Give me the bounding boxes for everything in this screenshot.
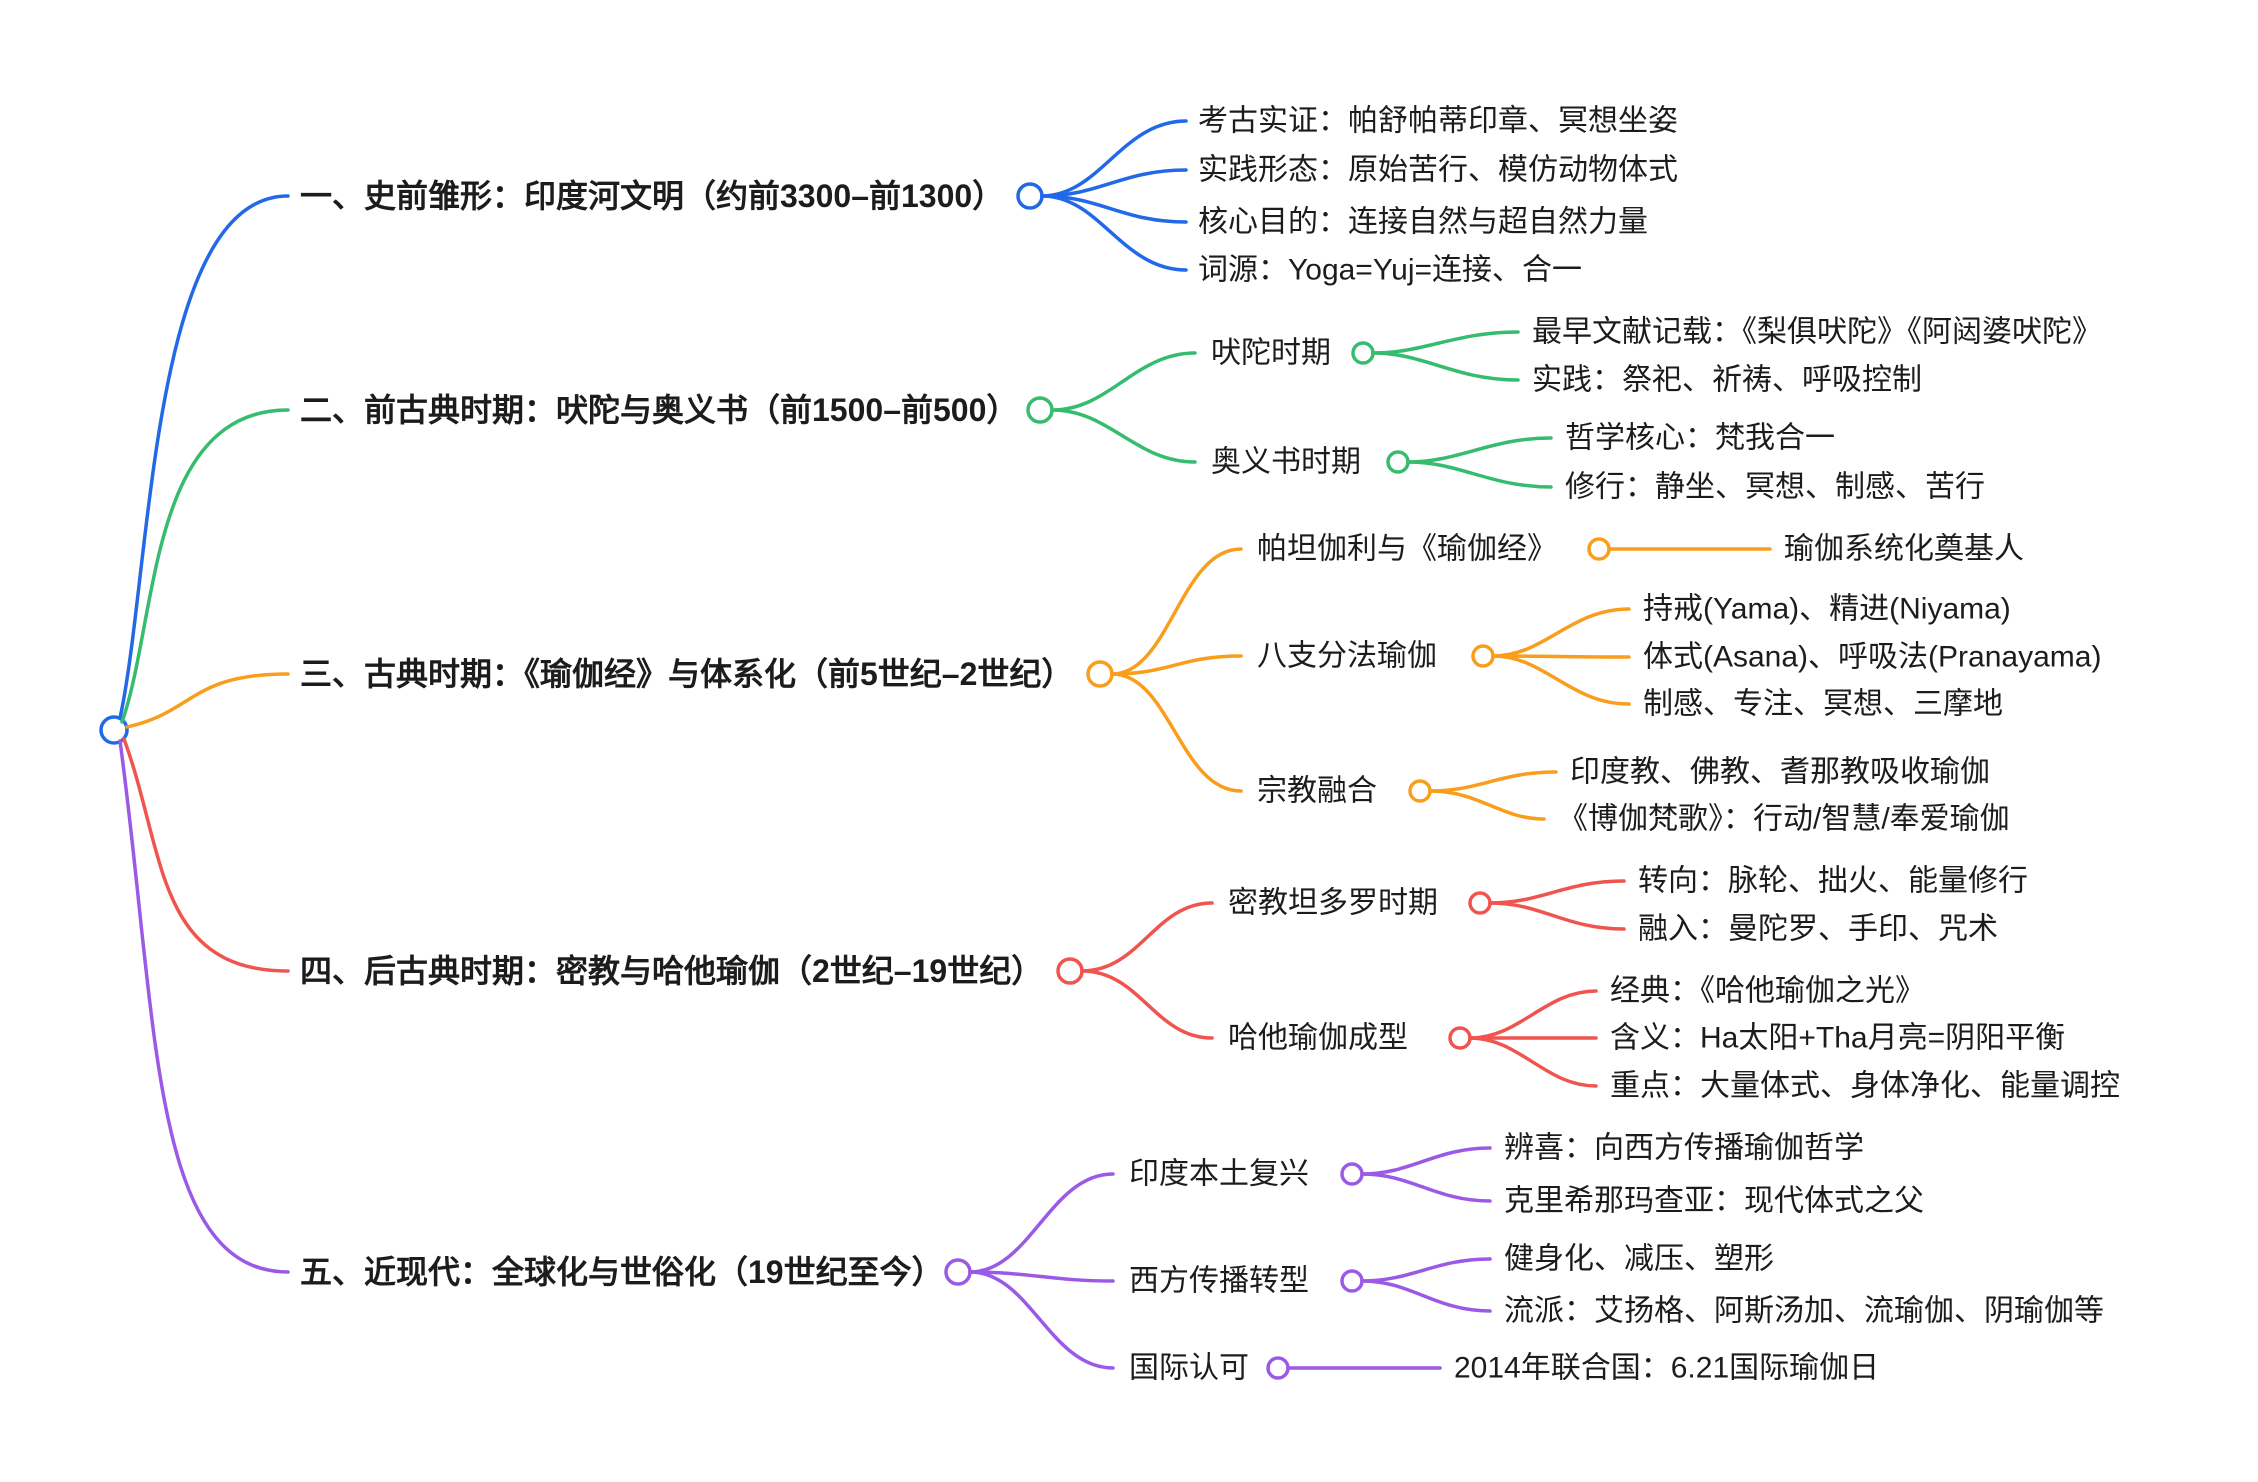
branch-4-title[interactable]: 四、后古典时期：密教与哈他瑜伽（2世纪–19世纪）: [300, 953, 1043, 989]
branch-3: 三、古典时期：《瑜伽经》与体系化（前5世纪–2世纪） 帕坦伽利与《瑜伽经》 瑜伽…: [125, 533, 2101, 836]
branch-5: 五、近现代：全球化与世俗化（19世纪至今） 印度本土复兴 辨喜：向西方传播瑜伽哲…: [118, 739, 2104, 1385]
branch-5-leaf-1-1[interactable]: 辨喜：向西方传播瑜伽哲学: [1504, 1132, 1864, 1165]
branch-2-leaf-2-2[interactable]: 修行：静坐、冥想、制感、苦行: [1565, 471, 1985, 504]
branch-5-sub-1-circle[interactable]: [1340, 1162, 1364, 1186]
root-node-circle[interactable]: [99, 715, 129, 745]
branch-2-sub-1-circle[interactable]: [1351, 341, 1375, 365]
branch-5-leaf-1-2[interactable]: 克里希那玛查亚：现代体式之父: [1504, 1185, 1924, 1218]
branch-3-node-circle[interactable]: [1086, 660, 1114, 688]
connector-branch-3-sub-3-leaf-2: [1428, 789, 1546, 821]
connector-branch-5-sub-3: [968, 1270, 1115, 1370]
branch-5-leaf-2-1[interactable]: 健身化、减压、塑形: [1504, 1243, 1774, 1276]
connector-branch-5-sub-2-leaf-1: [1360, 1257, 1492, 1283]
branch-1-leaf-4[interactable]: 词源：Yoga=Yuj=连接、合一: [1198, 254, 1582, 287]
branch-2-title[interactable]: 二、前古典时期：吠陀与奥义书（前1500–前500）: [300, 392, 1018, 428]
branch-3-sub-1-circle[interactable]: [1587, 537, 1611, 561]
connector-branch-3-sub-3-leaf-1: [1428, 770, 1558, 793]
connector-branch-2-sub-1-leaf-1: [1371, 330, 1520, 355]
connector-branch-5-sub-1-leaf-2: [1360, 1172, 1492, 1203]
branch-4-sub-2-circle[interactable]: [1448, 1026, 1472, 1050]
connector-branch-4-sub-1-leaf-1: [1488, 879, 1626, 905]
branch-5-leaf-2-2[interactable]: 流派：艾扬格、阿斯汤加、流瑜伽、阴瑜伽等: [1504, 1295, 2104, 1328]
connector-branch-5-sub-1-leaf-1: [1360, 1146, 1492, 1176]
connector-root-branch-5: [118, 739, 290, 1274]
branch-1-title[interactable]: 一、史前雏形：印度河文明（约前3300–前1300）: [300, 178, 1004, 214]
branch-3-sub-2-circle[interactable]: [1471, 644, 1495, 668]
connector-branch-2-sub-1: [1050, 351, 1197, 412]
branch-3-leaf-2-2[interactable]: 体式(Asana)、呼吸法(Pranayama): [1643, 641, 2101, 674]
branch-5-title[interactable]: 五、近现代：全球化与世俗化（19世纪至今）: [300, 1254, 944, 1290]
connector-branch-5-sub-2-leaf-2: [1360, 1279, 1492, 1313]
branch-5-sub-3-circle[interactable]: [1266, 1356, 1290, 1380]
branch-5-sub-3[interactable]: 国际认可: [1129, 1352, 1249, 1385]
connector-branch-2-sub-2: [1050, 408, 1197, 464]
branch-3-sub-3-circle[interactable]: [1408, 779, 1432, 803]
branch-2-sub-2[interactable]: 奥义书时期: [1211, 446, 1361, 479]
connector-branch-2-sub-1-leaf-2: [1371, 351, 1520, 382]
connector-root-branch-1: [118, 194, 290, 720]
branch-2-leaf-1-2[interactable]: 实践：祭祀、祈祷、呼吸控制: [1532, 364, 1922, 397]
branch-5-sub-2-circle[interactable]: [1340, 1269, 1364, 1293]
branch-1-leaf-2[interactable]: 实践形态：原始苦行、模仿动物体式: [1198, 154, 1678, 187]
branch-3-leaf-3-1[interactable]: 印度教、佛教、耆那教吸收瑜伽: [1570, 756, 1990, 789]
connector-branch-3-sub-2-leaf-3: [1491, 654, 1631, 706]
connector-branch-1-leaf-1: [1040, 119, 1188, 198]
branch-1-leaf-3[interactable]: 核心目的：连接自然与超自然力量: [1198, 206, 1648, 239]
connector-branch-3-sub-3: [1110, 672, 1243, 793]
connector-branch-4-sub-2-leaf-1: [1468, 989, 1598, 1040]
connector-root-branch-2: [120, 408, 290, 724]
connector-branch-4-sub-1: [1080, 901, 1214, 973]
branch-5-leaf-3-1[interactable]: 2014年联合国：6.21国际瑜伽日: [1454, 1352, 1879, 1385]
branch-2-leaf-2-1[interactable]: 哲学核心：梵我合一: [1565, 422, 1835, 455]
branch-1: 一、史前雏形：印度河文明（约前3300–前1300） 考古实证：帕舒帕蒂印章、冥…: [118, 105, 1678, 720]
connector-branch-1-leaf-2: [1040, 168, 1188, 198]
branch-4: 四、后古典时期：密教与哈他瑜伽（2世纪–19世纪） 密教坦多罗时期 转向：脉轮、…: [122, 737, 2120, 1103]
branch-4-leaf-2-2[interactable]: 含义：Ha太阳+Tha月亮=阴阳平衡: [1610, 1022, 2065, 1055]
branch-2-sub-1[interactable]: 吠陀时期: [1211, 337, 1331, 370]
branch-4-node-circle[interactable]: [1056, 957, 1084, 985]
branch-3-sub-3[interactable]: 宗教融合: [1257, 775, 1377, 808]
branch-5-node-circle[interactable]: [944, 1258, 972, 1286]
branch-4-leaf-2-3[interactable]: 重点：大量体式、身体净化、能量调控: [1610, 1070, 2120, 1103]
connector-branch-3-sub-2: [1110, 654, 1243, 676]
branch-4-sub-2[interactable]: 哈他瑜伽成型: [1228, 1022, 1408, 1055]
branch-3-leaf-2-1[interactable]: 持戒(Yama)、精进(Niyama): [1643, 593, 2011, 626]
branch-1-leaf-1[interactable]: 考古实证：帕舒帕蒂印章、冥想坐姿: [1198, 105, 1678, 138]
branch-3-sub-2[interactable]: 八支分法瑜伽: [1257, 640, 1437, 673]
connector-root-branch-3: [125, 672, 290, 729]
branch-4-leaf-1-2[interactable]: 融入：曼陀罗、手印、咒术: [1638, 913, 1998, 946]
branch-2-leaf-1-1[interactable]: 最早文献记载：《梨俱吠陀》《阿闼婆吠陀》: [1532, 316, 2102, 349]
branch-5-sub-1[interactable]: 印度本土复兴: [1129, 1158, 1309, 1191]
connector-branch-3-sub-1: [1110, 547, 1243, 676]
connector-branch-4-sub-2: [1080, 969, 1214, 1040]
branch-2-sub-2-circle[interactable]: [1386, 450, 1410, 474]
branch-2: 二、前古典时期：吠陀与奥义书（前1500–前500） 吠陀时期 最早文献记载：《…: [120, 316, 2102, 724]
branch-2-node-circle[interactable]: [1026, 396, 1054, 424]
branch-1-node-circle[interactable]: [1016, 182, 1044, 210]
branch-3-sub-1[interactable]: 帕坦伽利与《瑜伽经》: [1257, 533, 1557, 566]
branch-4-sub-1-circle[interactable]: [1468, 891, 1492, 915]
branch-3-title[interactable]: 三、古典时期：《瑜伽经》与体系化（前5世纪–2世纪）: [300, 656, 1073, 692]
branch-4-sub-1[interactable]: 密教坦多罗时期: [1228, 887, 1438, 920]
branch-3-leaf-3-2[interactable]: 《博伽梵歌》：行动/智慧/奉爱瑜伽: [1558, 803, 2010, 836]
connector-branch-5-sub-2: [968, 1270, 1115, 1283]
branch-3-leaf-2-3[interactable]: 制感、专注、冥想、三摩地: [1643, 688, 2003, 721]
branch-3-leaf-1-1[interactable]: 瑜伽系统化奠基人: [1784, 533, 2024, 566]
connector-branch-2-sub-2-leaf-2: [1406, 460, 1553, 489]
branch-4-leaf-1-1[interactable]: 转向：脉轮、拙火、能量修行: [1638, 865, 2028, 898]
connector-branch-4-sub-1-leaf-2: [1488, 901, 1626, 931]
connector-branch-4-sub-2-leaf-3: [1468, 1036, 1598, 1088]
branch-4-leaf-2-1[interactable]: 经典：《哈他瑜伽之光》: [1610, 975, 1925, 1008]
connector-branch-3-sub-2-leaf-1: [1491, 607, 1631, 658]
branch-5-sub-2[interactable]: 西方传播转型: [1129, 1265, 1309, 1298]
connector-root-branch-4: [122, 737, 290, 973]
connector-branch-5-sub-1: [968, 1172, 1115, 1274]
connector-branch-1-leaf-4: [1040, 194, 1188, 272]
connector-branch-2-sub-2-leaf-1: [1406, 436, 1553, 464]
